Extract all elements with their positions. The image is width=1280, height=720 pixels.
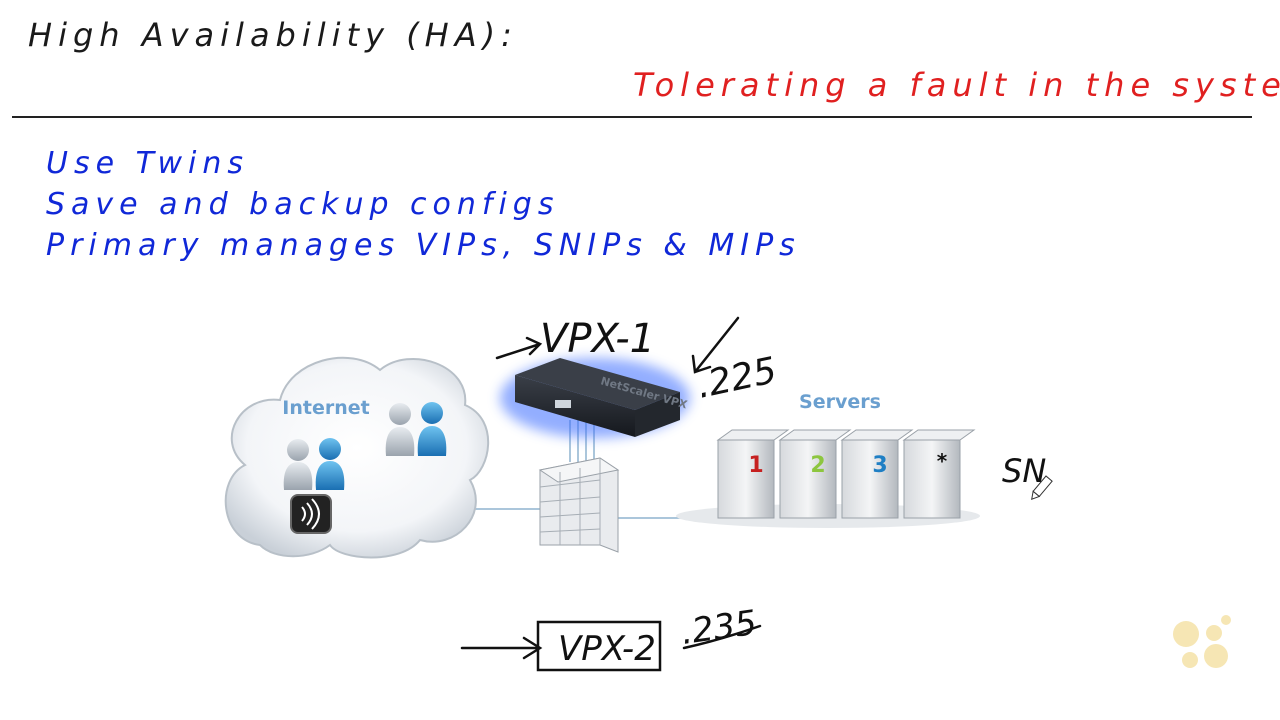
user-group-icon [283,402,447,490]
server-3-number: 3 [872,453,887,478]
server-2-icon: 2 [778,429,852,519]
server-2-number: 2 [810,453,825,478]
vpx2-box [536,620,662,672]
vpx2-arrow-icon [460,636,543,660]
vpx2-annotation: VPX-2 [558,629,656,669]
server-3-icon: 3 [840,429,914,519]
wireless-device-icon [290,494,332,534]
vpx1-arrow-icon [495,336,543,360]
server-1-number: 1 [748,453,763,478]
note-line-twins: Use Twins [46,146,249,181]
brand-watermark-logo [1173,615,1231,668]
firewall-icon [538,457,620,553]
server-1-icon: 1 [716,429,790,519]
server-4-number: * [937,449,948,473]
netscaler-vpx-appliance-icon: NetScaler VPX [500,358,690,438]
page-title: High Availability (HA): [28,16,518,54]
ip-underline [682,624,762,650]
title-underline [12,116,1252,118]
ip-arrow-icon [691,316,740,374]
servers-label: Servers [799,391,881,413]
page-subtitle: Tolerating a fault in the system [633,66,1280,104]
note-line-backup: Save and backup configs [46,187,560,222]
vpx2-ip-annotation: .235 [679,603,760,653]
internet-label: Internet [282,397,369,419]
server-4-icon: * [902,429,976,519]
note-line-primary: Primary manages VIPs, SNIPs & MIPs [46,228,801,263]
pen-cursor-icon [1031,475,1053,501]
internet-cloud: Internet [224,356,490,559]
vpx1-annotation: VPX-1 [540,316,655,362]
